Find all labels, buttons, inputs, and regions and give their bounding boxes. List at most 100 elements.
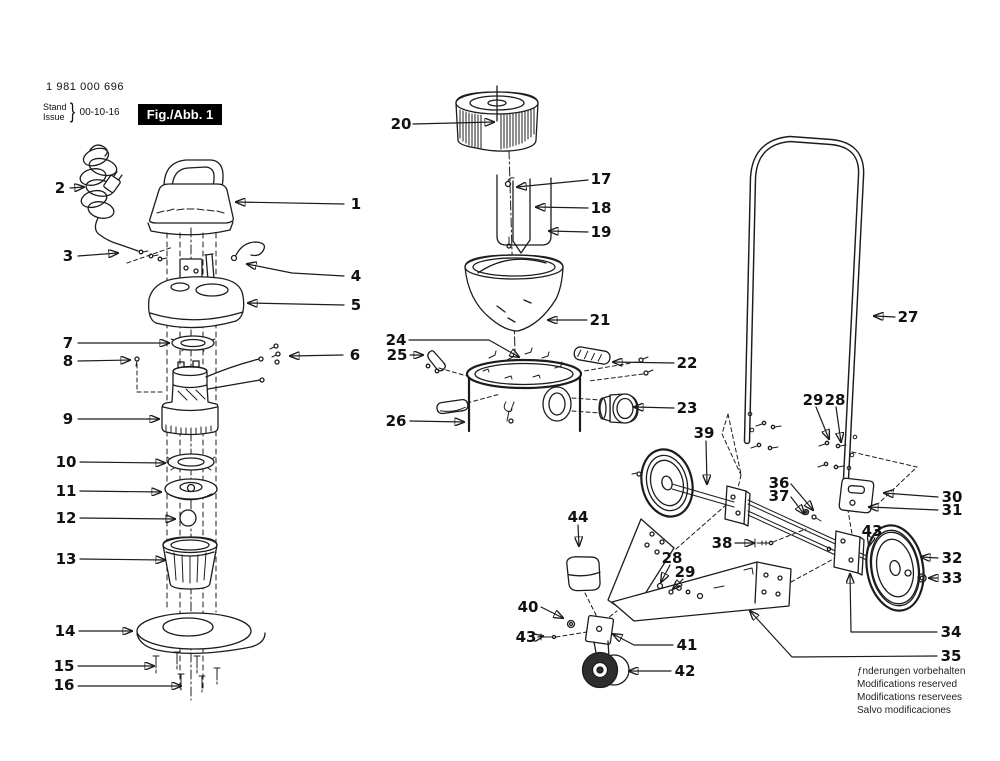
callout-27: 27 [874,308,918,326]
issue-label: Issue [43,112,65,122]
part-number-label: 34 [941,623,962,641]
part-number-label: 22 [677,354,698,372]
part-number-label: 32 [942,549,963,567]
callout-42: 42 [629,662,695,680]
part-number-label: 20 [391,115,412,133]
housing-dome-drawing [148,253,245,329]
note-line: Salvo modificaciones [857,705,951,716]
callout-23: 23 [634,399,697,417]
float-ball-drawing [179,509,197,527]
cable-clip-drawing [230,241,266,262]
push-handle-drawing [743,135,865,483]
front-wheel-drawing [631,448,735,518]
callout-14: 14 [55,622,132,640]
part-number-label: 7 [63,334,73,352]
part-number-label: 27 [898,308,919,326]
tank-foot-drawing [436,393,515,424]
part-number-label: 38 [712,534,733,552]
base-ring-drawing [136,612,266,655]
callout-34: 34 [850,574,961,641]
brace-glyph: } [69,100,75,123]
part-number-label: 14 [55,622,76,640]
part-number-label: 9 [63,410,73,428]
callout-43: 43 [516,628,543,646]
callout-21: 21 [548,311,610,329]
seal-ring-drawing [166,453,216,471]
callout-32: 32 [921,549,962,567]
part-number-label: 15 [54,657,75,675]
screw-set-drawing [138,249,168,262]
callout-40: 40 [518,598,563,618]
part-number-label: 23 [677,399,698,417]
float-bowl-drawing [464,236,564,332]
part-number-label: 28 [662,549,683,567]
motor-cover-drawing [147,159,234,236]
callout-17: 17 [517,170,611,188]
callout-layer: 1234567891011121314151617181920212223242… [54,115,963,694]
callout-44: 44 [568,508,589,546]
callout-12: 12 [56,509,175,527]
caster-assembly-drawing [540,614,630,689]
part-number-label: 41 [677,636,698,654]
callout-29: 29 [673,563,695,589]
part-number-label: 18 [591,199,612,217]
part-number-label: 35 [941,647,962,665]
part-number-label: 11 [56,482,77,500]
handle-mount-drawing [838,477,875,514]
part-number-label: 13 [56,550,77,568]
part-number-label: 4 [351,267,361,285]
filter-retainer-drawing [496,174,552,254]
callout-28: 28 [825,391,846,442]
callout-10: 10 [56,453,165,471]
tank-assembly-exploded-view [425,85,654,433]
part-number-label: 44 [568,508,589,526]
part-number-label: 39 [694,424,715,442]
axle-bar-drawing [724,485,872,576]
gasket-drawing [170,335,216,352]
part-number-label: 42 [675,662,696,680]
latch-drawing [425,350,468,377]
callout-9: 9 [63,410,159,428]
callout-22: 22 [613,354,697,372]
small-screw-drawing [134,356,140,367]
part-number-label: 19 [591,223,612,241]
power-cord-drawing [79,144,139,252]
note-line: Modifications reserved [857,679,958,690]
callout-6: 6 [290,346,360,364]
callout-8: 8 [63,352,130,370]
stand-label: Stand [43,102,67,112]
part-number-label: 3 [63,247,73,265]
part-number-label: 29 [803,391,824,409]
callout-20: 20 [391,115,494,133]
callout-38: 38 [712,534,754,552]
callout-39: 39 [694,424,715,484]
filter-cartridge-drawing [455,85,539,152]
part-number-label: 40 [518,598,539,616]
part-number-label: 29 [675,563,696,581]
callout-1: 1 [236,195,361,213]
legal-notes: ƒnderungen vorbehalten Modifications res… [857,665,965,717]
part-number-label: 21 [590,311,611,329]
part-number-label: 6 [350,346,360,364]
part-number-label: 31 [942,501,963,519]
callout-24: 24 [386,331,519,357]
issue-block: Stand Issue } 00-10-16 [43,100,120,124]
part-number-label: 37 [769,487,790,505]
part-number-label: 33 [942,569,963,587]
part-number-label: 36 [769,474,790,492]
part-number-label: 10 [56,453,77,471]
bolt-set-drawing [152,651,221,693]
part-number-label: 43 [516,628,537,646]
bumper-drawing [566,556,601,592]
trolley-assembly-exploded-view [540,135,927,689]
float-cage-drawing [162,536,218,590]
callout-18: 18 [536,199,611,217]
callout-30: 30 [884,488,962,506]
part-number-label: 17 [591,170,612,188]
part-number-label: 2 [55,179,65,197]
part-number-label: 28 [825,391,846,409]
part-number-label: 43 [862,522,883,540]
part-number-label: 8 [63,352,73,370]
